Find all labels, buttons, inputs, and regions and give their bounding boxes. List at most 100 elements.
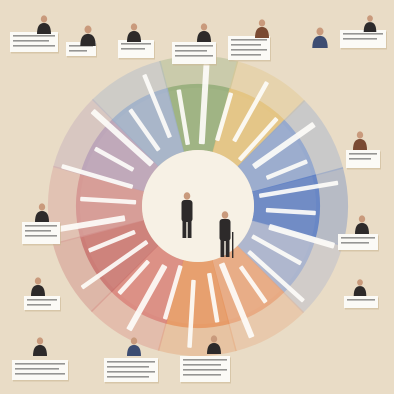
standing-figure-head <box>183 192 191 200</box>
figure-body <box>37 23 51 34</box>
label-card <box>180 356 231 384</box>
label-card-text-line <box>341 237 375 239</box>
label-card-text-line <box>69 50 87 52</box>
figure-body <box>80 33 96 46</box>
spoke-strip <box>162 265 183 320</box>
wheel-wedge <box>110 245 184 324</box>
label-card <box>22 222 61 246</box>
label-card-paper <box>344 296 378 308</box>
spoke-strip <box>80 196 137 205</box>
portrait-figure <box>33 337 47 356</box>
standing-figure-left <box>181 192 193 238</box>
portrait-figure <box>207 335 221 354</box>
spoke-strip <box>142 74 172 139</box>
figure-head <box>357 279 363 286</box>
portrait-figure <box>37 15 51 34</box>
center-figures <box>181 192 234 258</box>
label-card-paper <box>172 42 216 64</box>
figure-head <box>316 27 324 36</box>
label-card-text-line <box>231 39 267 41</box>
wheel-wedge <box>212 88 286 167</box>
wheel-wedge <box>211 245 285 325</box>
label-card-paper <box>10 32 58 52</box>
label-card <box>340 30 387 50</box>
label-card-text-line <box>107 361 155 363</box>
figure-body <box>353 139 367 150</box>
figure-body <box>355 223 369 234</box>
label-card-text-line <box>107 366 149 368</box>
center-disc <box>142 150 254 262</box>
spoke-strip <box>57 215 126 233</box>
wheel-wedge <box>80 118 159 192</box>
figure-body <box>353 286 367 296</box>
label-card-text-line <box>121 43 151 45</box>
spoke-strip <box>215 92 234 142</box>
spoke-strip <box>232 81 269 143</box>
figure-head <box>36 337 44 345</box>
standing-figure-torso <box>181 200 193 222</box>
portrait-figure <box>31 277 45 296</box>
label-card <box>104 358 159 384</box>
spoke-strip <box>198 64 210 145</box>
figure-body <box>31 285 45 296</box>
portrait-figure <box>355 215 369 234</box>
label-card <box>338 234 379 252</box>
label-card-text-line <box>13 45 55 47</box>
label-card-text-line <box>13 35 55 37</box>
portrait-figure <box>35 203 49 222</box>
portrait-figure <box>127 23 141 42</box>
spoke-strip <box>117 259 150 295</box>
spoke-strip <box>247 250 305 303</box>
standing-figure-leg <box>225 240 230 257</box>
label-card <box>12 360 69 382</box>
label-card <box>10 32 59 54</box>
standing-figure-leg <box>182 221 187 238</box>
portrait-figure <box>127 337 141 356</box>
wheel-wedge-halo <box>228 61 306 124</box>
wheel-wedge-halo <box>52 235 115 313</box>
spoke-strip <box>219 262 255 339</box>
label-card-text-line <box>183 374 221 376</box>
spoke-strip <box>128 108 161 152</box>
figure-head <box>84 25 92 34</box>
standing-figure-leg <box>220 240 225 257</box>
spoke-strip <box>265 159 308 180</box>
figure-body <box>363 22 377 32</box>
figure-head <box>40 15 48 23</box>
spoke-strip <box>239 265 268 304</box>
figure-body <box>127 345 141 356</box>
figure-body <box>35 211 49 222</box>
label-card <box>228 36 271 62</box>
label-card-text-line <box>175 50 207 52</box>
spoke-strip <box>80 240 149 290</box>
label-card-paper <box>12 360 68 380</box>
label-card-paper <box>24 296 60 310</box>
figure-head <box>130 337 138 345</box>
label-card-text-line <box>107 371 155 373</box>
label-card-text-line <box>183 369 227 371</box>
label-card-text-line <box>231 44 261 46</box>
figure-head <box>38 203 46 211</box>
label-card-text-line <box>341 242 369 244</box>
label-card-text-line <box>15 363 65 365</box>
figure-body <box>33 345 47 356</box>
label-card-text-line <box>343 38 377 40</box>
label-card-text-line <box>183 364 221 366</box>
spoke-strip <box>126 264 168 332</box>
label-card-text-line <box>15 373 65 375</box>
figure-head <box>34 277 42 285</box>
wheel-wedge <box>111 87 185 167</box>
figure-head <box>358 215 366 223</box>
spoke-strip <box>90 109 154 167</box>
label-card-paper <box>22 222 60 244</box>
label-card <box>346 150 381 170</box>
figure-head <box>210 335 218 343</box>
portrait-figure <box>363 15 377 32</box>
standing-figure-leg <box>187 221 192 238</box>
label-card-text-line <box>349 153 377 155</box>
label-card <box>118 40 155 60</box>
spoke-strip <box>88 229 136 253</box>
label-card-text-line <box>175 55 213 57</box>
